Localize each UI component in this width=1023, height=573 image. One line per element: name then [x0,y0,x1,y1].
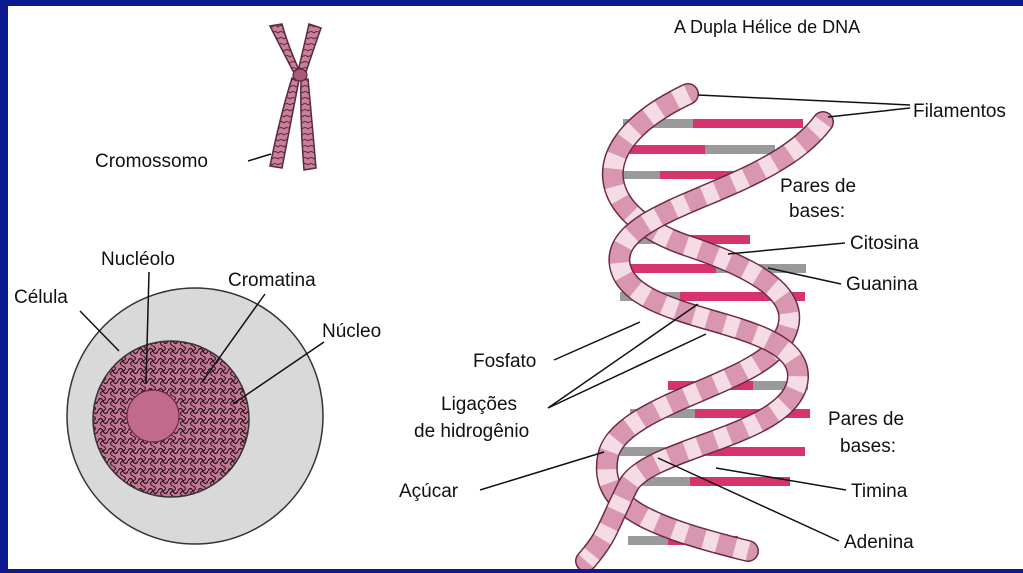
label-ligacoes-line2: de hidrogênio [414,421,529,442]
diagram-title: A Dupla Hélice de DNA [674,17,860,37]
label-cromatina: Cromatina [228,270,316,291]
label-cromossomo: Cromossomo [95,151,208,172]
label-nucleo: Núcleo [322,321,381,342]
label-filamentos: Filamentos [913,101,1006,122]
label-celula: Célula [14,287,68,308]
label-pares-bases-1-line1: Pares de [780,176,856,197]
diagram-frame: A Dupla Hélice de DNA Cromossomo Nucléol… [8,6,1023,569]
label-adenina: Adenina [844,532,914,553]
label-nucleolo: Nucléolo [101,249,175,270]
chromosome-illustration [270,24,321,170]
label-fosfato: Fosfato [473,351,536,372]
label-ligacoes-line1: Ligações [441,394,517,415]
label-guanina: Guanina [846,274,918,295]
label-acucar: Açúcar [399,481,459,502]
label-timina: Timina [851,481,908,502]
dna-helix-illustration [586,94,823,561]
label-pares-bases-2-line2: bases: [840,436,896,457]
label-pares-bases-2-line1: Pares de [828,409,904,430]
label-citosina: Citosina [850,233,919,254]
cell-illustration [67,288,323,544]
label-pares-bases-1-line2: bases: [789,201,845,222]
diagram-canvas: A Dupla Hélice de DNA Cromossomo Nucléol… [8,6,1023,569]
